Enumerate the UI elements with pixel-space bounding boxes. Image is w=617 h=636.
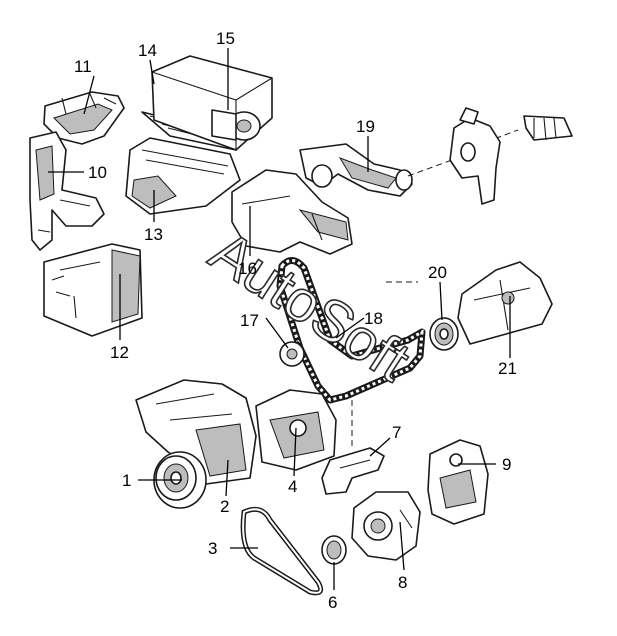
part-19-connector	[523, 115, 573, 141]
callout-6: 6	[328, 593, 337, 612]
part-16-resonator	[231, 169, 353, 255]
part-11-intake-elbow	[43, 91, 125, 145]
callout-15: 15	[216, 29, 235, 48]
part-19-intake-duct	[299, 143, 413, 197]
part-15-filter-cover	[151, 55, 273, 151]
part-9-housing	[427, 439, 489, 525]
part-10-intake-hose	[29, 131, 105, 251]
callout-12: 12	[110, 343, 129, 362]
part-12-housing	[43, 243, 143, 337]
callout-20: 20	[428, 263, 447, 282]
callout-2: 2	[220, 497, 229, 516]
part-7-bracket	[321, 447, 385, 495]
part-8-water-pump	[351, 491, 421, 561]
callout-9: 9	[502, 455, 511, 474]
callout-4: 4	[288, 477, 297, 496]
callout-1: 1	[122, 471, 131, 490]
alignment-line	[351, 281, 418, 446]
part-19-valve	[449, 107, 501, 205]
callout-8: 8	[398, 573, 407, 592]
part-18-timing-belt	[276, 257, 426, 404]
callout-16: 16	[238, 259, 257, 278]
callout-11: 11	[74, 57, 92, 76]
part-2-front-cover	[135, 379, 257, 485]
callout-17: 17	[240, 311, 259, 330]
callout-21: 21	[498, 359, 517, 378]
callout-14: 14	[138, 41, 157, 60]
callout-10: 10	[88, 163, 107, 182]
part-6-pulley	[321, 535, 347, 565]
leader-lines	[48, 48, 511, 590]
part-20-idler-pulley	[429, 317, 459, 351]
callout-19: 19	[356, 117, 375, 136]
callout-13: 13	[144, 225, 163, 244]
part-13-filter-lower-housing	[125, 137, 241, 215]
callout-18: 18	[364, 309, 383, 328]
callout-7: 7	[392, 423, 401, 442]
callout-3: 3	[208, 539, 217, 558]
part-3-drive-belt	[240, 506, 324, 596]
part-21-timing-cover	[457, 261, 553, 345]
callout-labels: 11 10 12 13 14 15 16 17 18 19 20 21 1 2 …	[74, 29, 517, 612]
